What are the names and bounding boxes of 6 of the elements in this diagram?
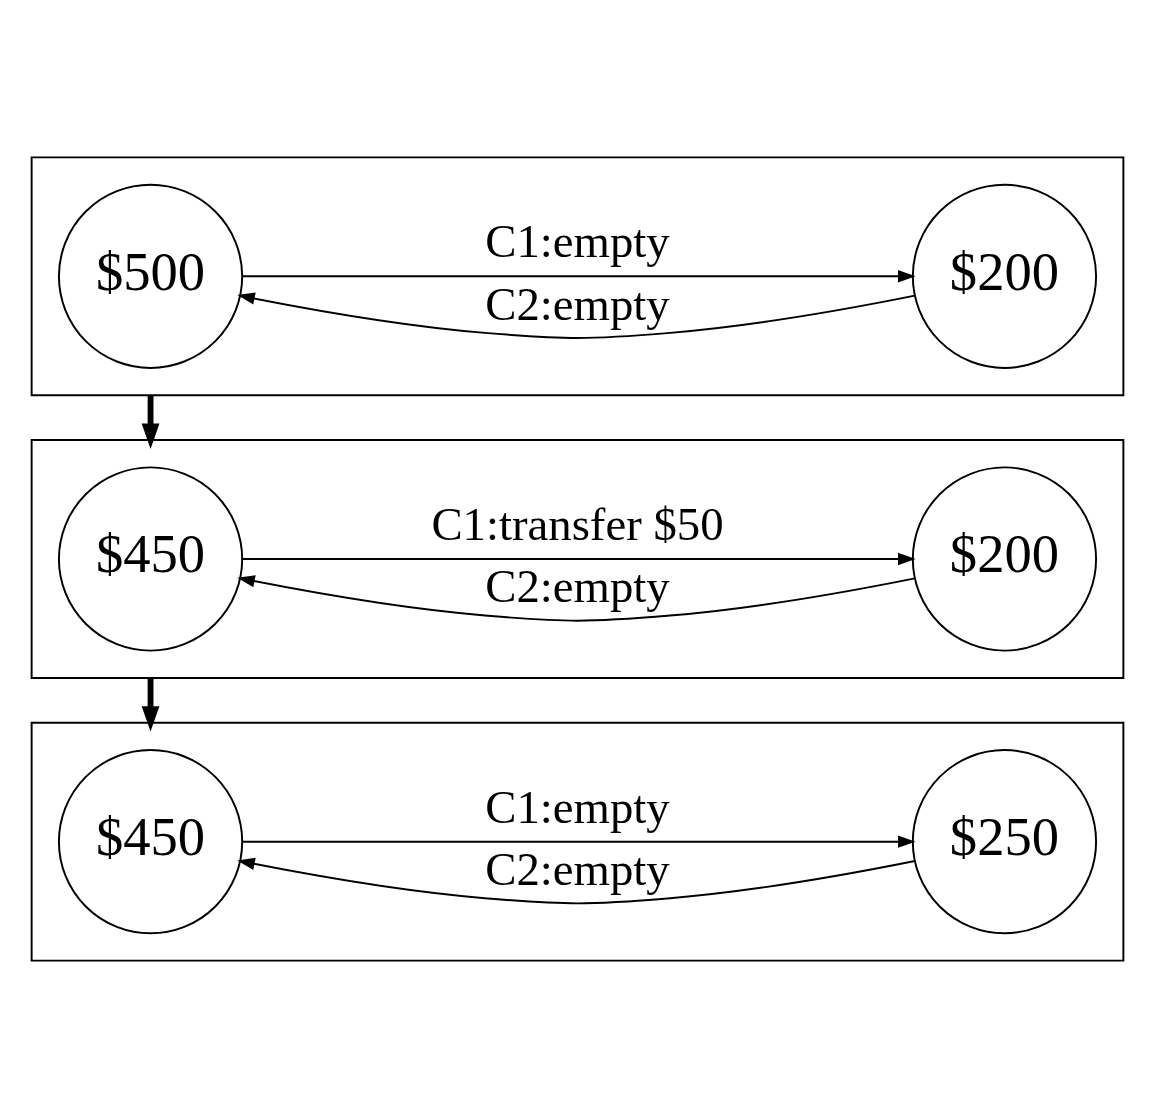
edge-label: C2:empty: [485, 842, 670, 895]
edge-label: C2:empty: [485, 277, 670, 330]
edge-label: C1:transfer $50: [431, 497, 724, 550]
edge-label: C2:empty: [485, 559, 670, 612]
edge-label: C1:empty: [485, 780, 670, 833]
edge-label: C1:empty: [485, 214, 670, 267]
